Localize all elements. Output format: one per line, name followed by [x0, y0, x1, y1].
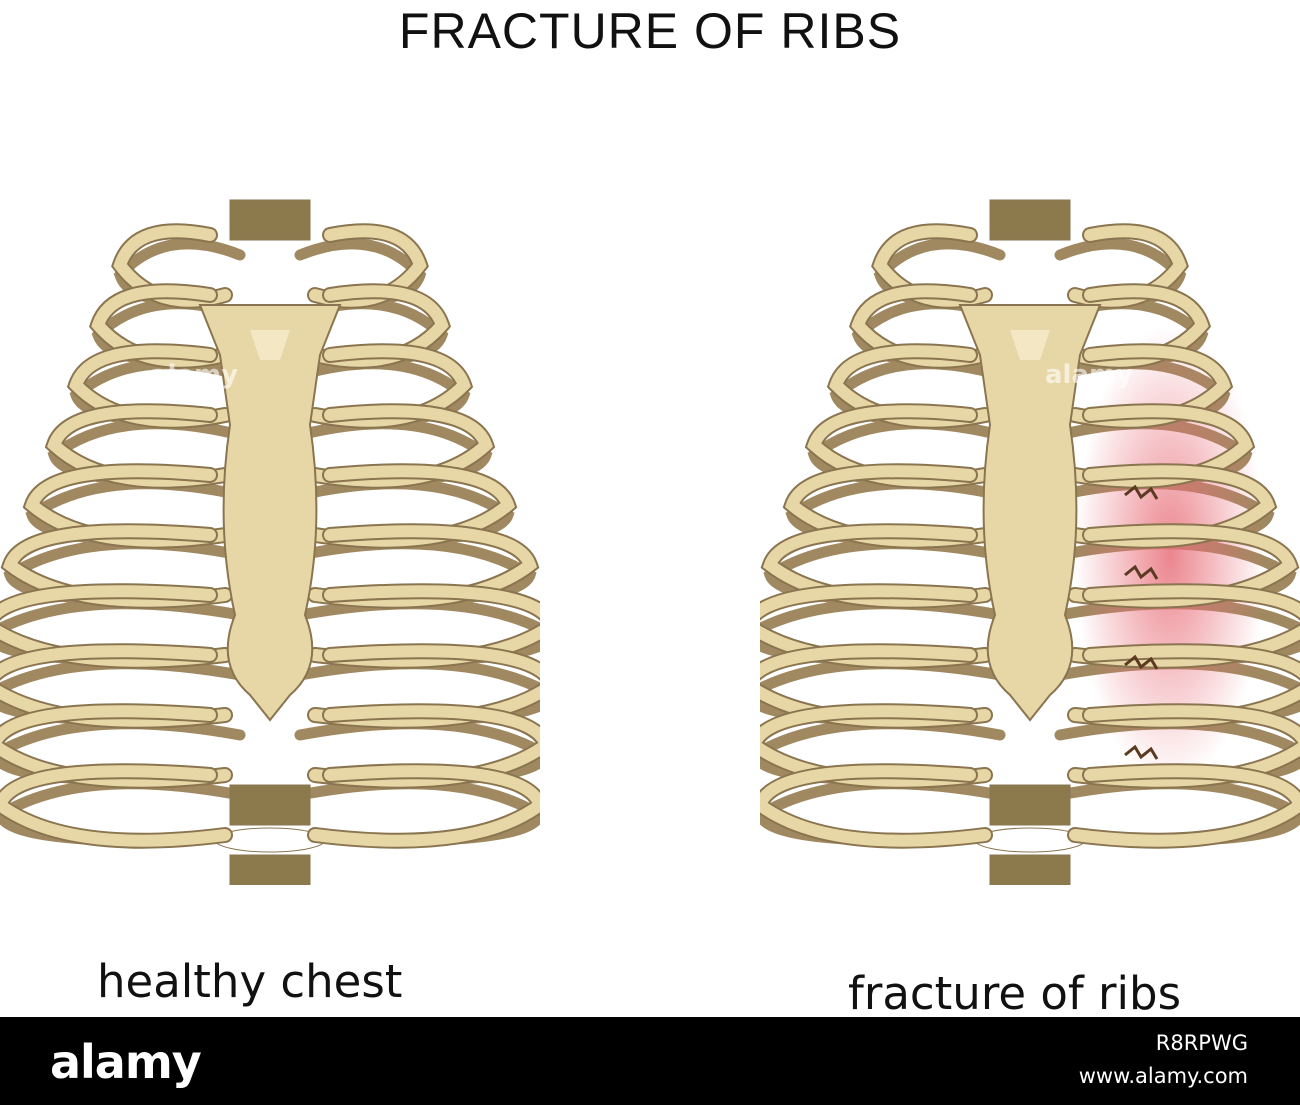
rib [760, 705, 991, 787]
fractured-rib-cage-illustration [760, 199, 1300, 885]
rib [851, 285, 991, 367]
site-url: www.alamy.com [1078, 1064, 1248, 1088]
rib [309, 525, 538, 607]
rib [0, 645, 231, 727]
rib [113, 225, 231, 307]
rib [1069, 465, 1275, 547]
fracture-line [1124, 564, 1159, 580]
rib [1069, 405, 1253, 487]
caption-healthy-chest: healthy chest [97, 955, 403, 1008]
sternum-highlight [250, 330, 290, 360]
rib [309, 465, 515, 547]
vertebra [989, 784, 1071, 826]
rib [873, 225, 991, 307]
injury-glow [1075, 325, 1265, 785]
rib [807, 405, 991, 487]
footer-logo: alamy [50, 1035, 202, 1089]
front-ribs [760, 223, 1300, 849]
rib [760, 585, 991, 667]
fracture-line [1124, 744, 1159, 760]
watermark: alamy [900, 730, 989, 760]
rib [762, 525, 991, 607]
rib [0, 765, 231, 847]
rib [309, 285, 449, 367]
rib [25, 465, 231, 547]
rib [0, 705, 231, 787]
footer-id: R8RPWG www.alamy.com [1079, 1027, 1248, 1093]
vertebra [989, 854, 1071, 885]
rib [2, 525, 231, 607]
rib [1069, 225, 1187, 307]
rib [1069, 705, 1300, 787]
front-ribs [0, 223, 540, 849]
vertebra [989, 199, 1071, 241]
rib [1069, 585, 1300, 667]
rib [309, 765, 540, 847]
caption-fracture-of-ribs: fracture of ribs [848, 967, 1182, 1020]
rib [1069, 525, 1298, 607]
rib [91, 285, 231, 367]
rib [0, 585, 231, 667]
watermark: alamy [1045, 360, 1134, 390]
page-title: FRACTURE OF RIBS [398, 3, 902, 59]
rib [309, 345, 471, 427]
rib [309, 225, 427, 307]
rib [760, 645, 991, 727]
sternum-highlight [1010, 330, 1050, 360]
rib [309, 585, 540, 667]
vertebra [229, 199, 311, 241]
footer-bar: alamy R8RPWG www.alamy.com [0, 1017, 1300, 1105]
rib [785, 465, 991, 547]
vertebra [229, 784, 311, 826]
rib [69, 345, 231, 427]
rib [760, 765, 991, 847]
fracture-line [1124, 654, 1159, 670]
rib [1069, 285, 1209, 367]
rib [309, 645, 540, 727]
sternum [958, 304, 1102, 722]
rib [1069, 345, 1231, 427]
rib [829, 345, 991, 427]
fracture-line [1124, 484, 1159, 500]
rib [47, 405, 231, 487]
rib [1069, 765, 1300, 847]
rib [309, 705, 540, 787]
healthy-rib-cage-illustration [0, 199, 540, 885]
rib [309, 405, 493, 487]
sternum [198, 304, 342, 722]
image-id: R8RPWG [1155, 1031, 1248, 1055]
watermark: alamy [150, 360, 239, 390]
rib [1069, 645, 1300, 727]
vertebra [229, 854, 311, 885]
